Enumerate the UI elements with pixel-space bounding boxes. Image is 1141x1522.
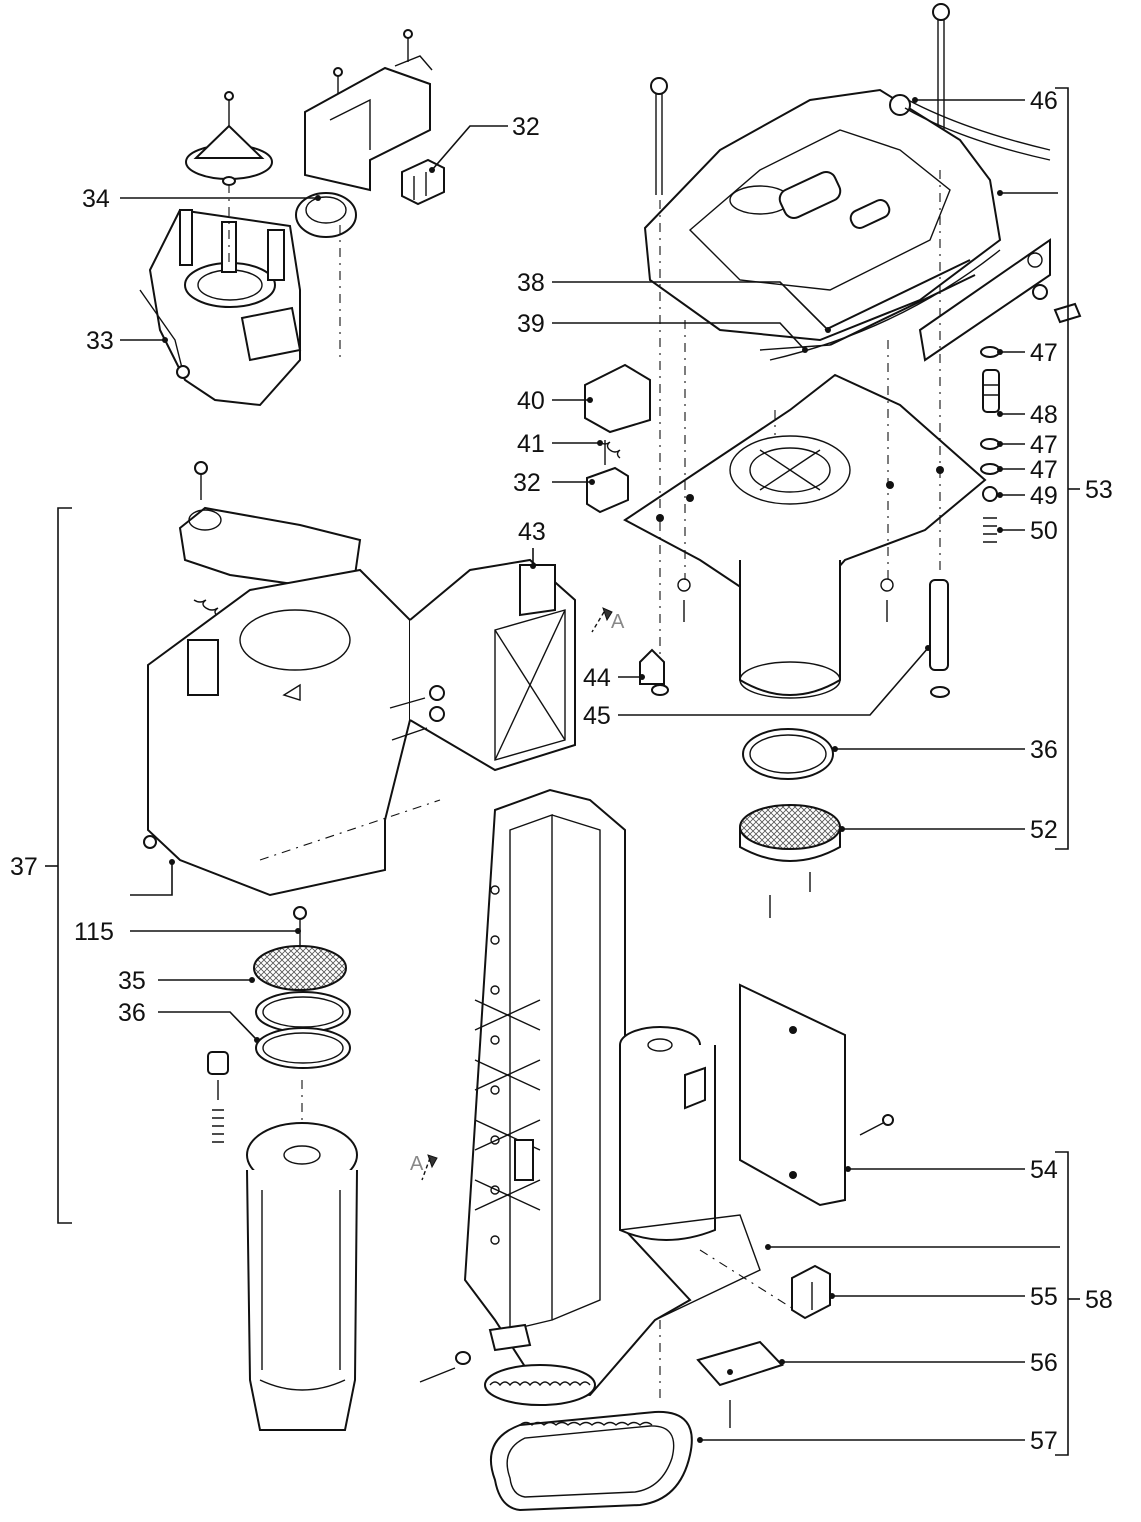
- column-frame: [419, 788, 692, 1406]
- brew-head-assembly: [139, 29, 445, 407]
- valve-stack: [980, 346, 1000, 543]
- control-board: [739, 983, 894, 1207]
- label-58: 58: [1085, 1286, 1113, 1314]
- label-32-upper: 32: [512, 113, 540, 141]
- micro-switch-upper: [401, 158, 445, 206]
- section-arrow-a-bottom: A: [410, 1153, 438, 1181]
- label-39: 39: [517, 310, 545, 338]
- part-number-labels: 32 34 33 46 38 39 47 40 48 41 47 32 47 5…: [10, 87, 1113, 1455]
- upper-piston-housing: [139, 208, 302, 407]
- mounting-bracket: [696, 1340, 784, 1428]
- label-47-a: 47: [1030, 339, 1058, 367]
- oval-gasket: [295, 192, 357, 238]
- label-33: 33: [86, 327, 114, 355]
- section-label-a-top: A: [611, 611, 625, 633]
- label-57: 57: [1030, 1427, 1058, 1455]
- toothed-belt: [490, 1410, 693, 1512]
- label-41: 41: [517, 430, 545, 458]
- section-label-a-bottom: A: [410, 1153, 424, 1175]
- upper-bracket: [304, 55, 433, 192]
- drive-motor: [619, 1026, 761, 1321]
- label-36-lower: 36: [118, 999, 146, 1027]
- label-32-lower: 32: [513, 469, 541, 497]
- label-50: 50: [1030, 517, 1058, 545]
- label-46: 46: [1030, 87, 1058, 115]
- group-brackets: [45, 87, 1080, 1456]
- leader-lines: [120, 97, 1060, 1443]
- label-52: 52: [1030, 816, 1058, 844]
- lower-piston-assembly: [207, 906, 358, 1431]
- label-38: 38: [517, 269, 545, 297]
- label-44: 44: [583, 664, 611, 692]
- label-34: 34: [82, 185, 110, 213]
- label-45: 45: [583, 702, 611, 730]
- label-53: 53: [1085, 476, 1113, 504]
- label-115: 115: [74, 918, 114, 946]
- micro-switch-lower: [791, 1264, 831, 1320]
- label-37: 37: [10, 853, 38, 881]
- label-43: 43: [518, 518, 546, 546]
- label-47-c: 47: [1030, 456, 1058, 484]
- section-arrow-a-top: A: [591, 607, 625, 633]
- upper-filter: [739, 804, 841, 918]
- label-49: 49: [1030, 482, 1058, 510]
- cone-cap: [185, 124, 273, 186]
- filter-ring-upper: [742, 728, 834, 780]
- label-56: 56: [1030, 1349, 1058, 1377]
- upper-plate-assembly: [643, 3, 1082, 362]
- base-plate-with-motor: [623, 373, 987, 699]
- brew-unit-housing: [143, 461, 576, 897]
- label-48: 48: [1030, 401, 1058, 429]
- label-54: 54: [1030, 1156, 1058, 1184]
- label-36-upper: 36: [1030, 736, 1058, 764]
- label-40: 40: [517, 387, 545, 415]
- drive-gears-shafts: [639, 578, 950, 698]
- label-47-b: 47: [1030, 431, 1058, 459]
- switch-group: [584, 363, 651, 514]
- label-55: 55: [1030, 1283, 1058, 1311]
- label-35: 35: [118, 967, 146, 995]
